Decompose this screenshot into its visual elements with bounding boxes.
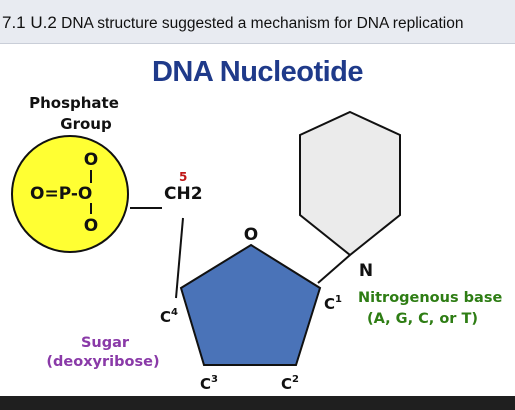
ch2-label: CH2 bbox=[164, 184, 203, 204]
phosphate-formula: O=P-O bbox=[30, 184, 92, 204]
c3-label: C3 bbox=[200, 374, 218, 393]
diagram-title: DNA Nucleotide bbox=[151, 56, 364, 88]
sugar-pentagon bbox=[179, 243, 322, 366]
c4-label: C4 bbox=[160, 307, 178, 326]
header-text: DNA structure suggested a mechanism for … bbox=[61, 15, 464, 32]
slide-header: 7.1 U.2 DNA structure suggested a mechan… bbox=[0, 0, 515, 44]
phosphate-label-line2: Group bbox=[60, 115, 112, 133]
base-label-line1: Nitrogenous base bbox=[358, 290, 502, 306]
phosphate-bottom-oxygen: O bbox=[84, 216, 98, 236]
sugar-label-line2: (deoxyribose) bbox=[46, 354, 159, 370]
glycosidic-bond bbox=[317, 254, 351, 284]
phosphate-label-line1: Phosphate bbox=[29, 94, 119, 112]
c5-c4-bond bbox=[175, 217, 184, 299]
nitrogenous-base-hexagon bbox=[299, 110, 401, 257]
section-number: 7.1 U.2 bbox=[2, 13, 57, 32]
sugar-label-line1: Sugar bbox=[81, 335, 130, 351]
nitrogen-label: N bbox=[359, 261, 373, 281]
carbon-5-number: 5 bbox=[179, 170, 187, 184]
base-label-line2: (A, G, C, or T) bbox=[367, 311, 478, 327]
phosphate-circle bbox=[11, 135, 129, 253]
bottom-bar bbox=[0, 396, 515, 410]
ring-oxygen: O bbox=[244, 225, 258, 245]
c1-label: C1 bbox=[324, 294, 342, 313]
phosphate-top-oxygen: O bbox=[84, 150, 98, 170]
c2-label: C2 bbox=[281, 374, 299, 393]
